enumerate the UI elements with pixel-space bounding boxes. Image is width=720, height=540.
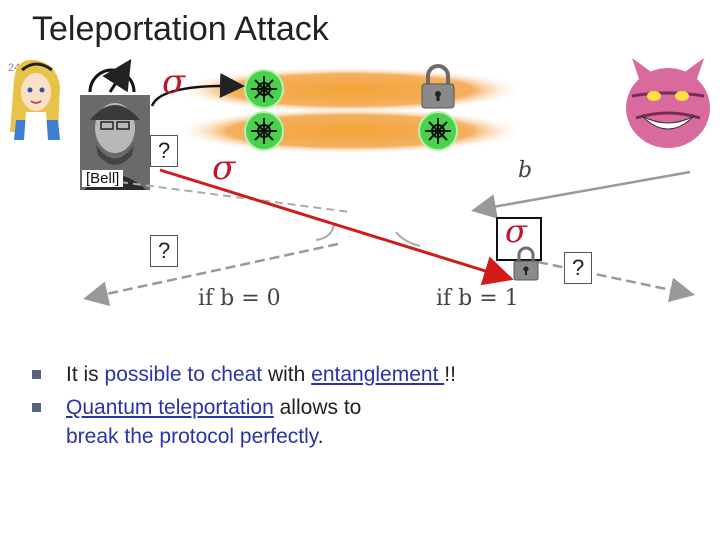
- curve-left: [315, 223, 335, 241]
- qubit-node-bottom-left: [244, 111, 284, 151]
- b-label: b: [518, 158, 533, 183]
- dashed-arrow-right: [537, 260, 695, 303]
- bullet-item-1: It is possible to cheat with entanglemen…: [32, 360, 692, 389]
- entanglement-beam-top: [175, 67, 525, 113]
- question-mark-right: ?: [564, 252, 593, 284]
- bullet-item-2: Quantum teleportation allows to break th…: [32, 393, 692, 451]
- sigma-input-arrow: [150, 73, 245, 107]
- condition-left: if b = 0: [198, 286, 281, 311]
- measurement-icon: [88, 58, 136, 93]
- sigma-label-box: σ: [505, 212, 527, 250]
- bullet2-mid: allows to: [273, 396, 362, 419]
- padlock-icon-box: [513, 246, 539, 281]
- bullet-marker: [32, 403, 41, 412]
- dashed-arrow-left: [83, 242, 339, 306]
- entanglement-link[interactable]: entanglement: [311, 363, 445, 386]
- bullet1-mid: with: [262, 363, 312, 386]
- quantum-teleportation-link[interactable]: Quantum teleportation: [66, 396, 274, 419]
- bullet-marker: [32, 370, 41, 379]
- bullet1-post: !!: [444, 363, 456, 386]
- slide-title: Teleportation Attack: [32, 10, 329, 48]
- condition-right: if b = 1: [436, 286, 519, 311]
- sigma-label-top: σ: [162, 62, 186, 102]
- qubit-node-bottom-right: [418, 111, 458, 151]
- bullet1-blue: possible to cheat: [104, 363, 263, 386]
- bullet2-blue: break the protocol perfectly: [66, 425, 318, 448]
- question-mark-upper: ?: [150, 135, 179, 167]
- padlock-icon-top: [421, 64, 455, 109]
- bullet2-post: .: [317, 425, 324, 448]
- diagram-canvas: [10, 58, 710, 306]
- curve-right: [395, 231, 421, 247]
- bullet1-pre: It is: [66, 363, 105, 386]
- cheshire-cat-figure: [626, 58, 710, 148]
- red-attack-arrow: [159, 168, 514, 286]
- bell-label: [Bell]: [82, 170, 124, 187]
- alice-figure: [10, 59, 60, 140]
- sigma-label-middle: σ: [212, 148, 236, 188]
- bullet-list: It is possible to cheat with entanglemen…: [32, 360, 692, 455]
- question-mark-lower: ?: [150, 235, 179, 267]
- qubit-node-top-left: [244, 69, 284, 109]
- b-return-arrow: [471, 170, 691, 219]
